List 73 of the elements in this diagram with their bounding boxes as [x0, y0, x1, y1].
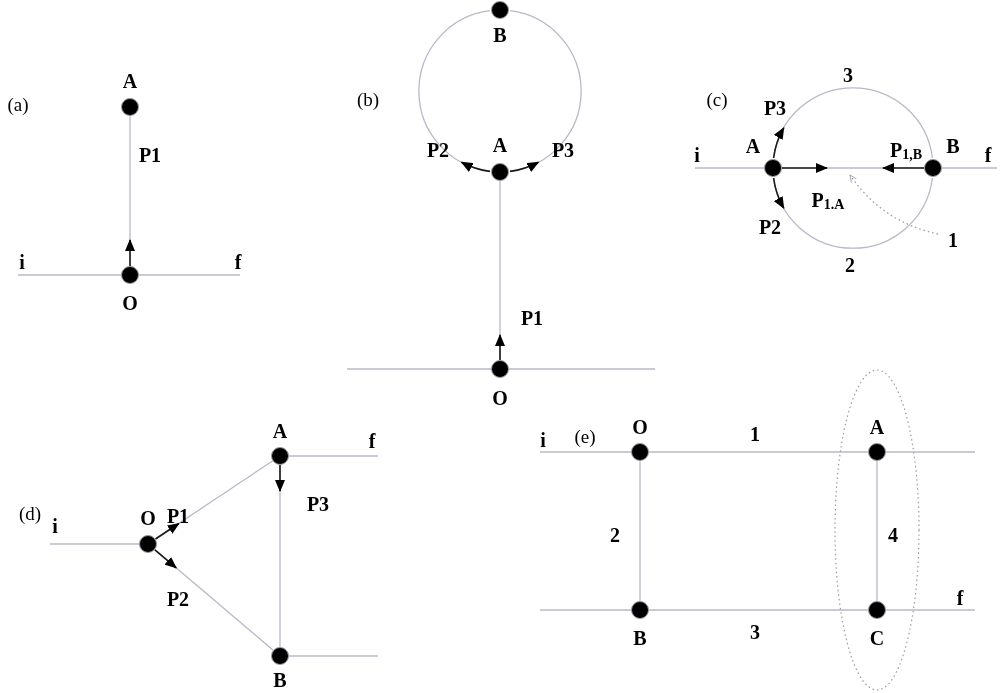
arrow	[772, 127, 785, 159]
line	[648, 451, 869, 453]
panel-label: (b)	[356, 89, 380, 111]
vertex-label: B	[493, 24, 507, 46]
end-label: i	[19, 251, 25, 273]
line	[288, 655, 379, 657]
end-label: f	[368, 430, 376, 452]
edge-label: 1	[750, 423, 760, 445]
line	[639, 460, 641, 602]
vertex-label: A	[745, 135, 761, 157]
end-label: i	[694, 144, 700, 166]
panel-label: (a)	[7, 94, 29, 116]
line	[288, 455, 379, 457]
arrow	[882, 163, 925, 173]
vertex-label: B	[633, 627, 647, 649]
arrow	[495, 334, 505, 361]
edge-label: 3	[750, 621, 760, 643]
vertex-label: O	[122, 292, 138, 314]
vertex-label: O	[492, 387, 508, 409]
line-number: 2	[845, 254, 855, 276]
vertex-label: A	[492, 134, 508, 156]
arrow	[154, 549, 177, 569]
end-label: i	[52, 515, 58, 537]
edge-label: 4	[888, 524, 898, 546]
edge-label: P3	[763, 97, 787, 119]
line	[694, 167, 765, 169]
arrow	[275, 464, 285, 492]
line	[508, 368, 656, 370]
arrow	[125, 239, 135, 267]
edge-label: P3	[551, 139, 575, 161]
vertex-label: C	[869, 627, 885, 649]
edge-label: 2	[610, 524, 620, 546]
vertex-label: B	[273, 669, 287, 691]
line	[648, 609, 869, 611]
vertex-label: O	[140, 507, 156, 529]
line	[138, 274, 241, 276]
end-label: f	[984, 144, 992, 166]
end-label: 1	[948, 229, 958, 251]
line	[346, 368, 492, 370]
vertex-label: A	[122, 70, 138, 92]
edge-label: P1	[138, 144, 162, 166]
vertex-label: O	[632, 416, 648, 438]
line	[885, 609, 976, 611]
edge-label: P$_{1.A}$	[811, 188, 845, 214]
panel-label: (c)	[706, 89, 728, 111]
arrow	[772, 177, 785, 209]
arrow	[781, 163, 828, 173]
panel-label: (d)	[18, 503, 42, 525]
edge-label: P$_{1,B}$	[889, 138, 923, 164]
line	[941, 167, 998, 169]
line	[539, 451, 632, 453]
arrow	[460, 161, 491, 173]
vertex-label: A	[272, 420, 288, 442]
line	[17, 274, 122, 276]
arrow	[154, 522, 180, 540]
line	[876, 460, 878, 602]
arrow	[509, 161, 540, 173]
panel-label: (e)	[574, 426, 596, 448]
end-label: f	[956, 587, 964, 609]
line	[539, 609, 632, 611]
edge-label: P2	[166, 588, 190, 610]
edge-label: P2	[426, 139, 450, 161]
vertex-label: B	[946, 135, 960, 157]
line	[49, 543, 140, 545]
edge-label: P1	[520, 307, 544, 329]
line	[885, 451, 976, 453]
edge-label: P3	[306, 493, 330, 515]
vertex-label: A	[869, 416, 885, 438]
line-number: 3	[843, 64, 853, 86]
end-label: f	[234, 251, 242, 273]
end-label: i	[540, 429, 546, 451]
edge-label: P2	[758, 216, 782, 238]
edge-label: P1	[166, 505, 190, 527]
